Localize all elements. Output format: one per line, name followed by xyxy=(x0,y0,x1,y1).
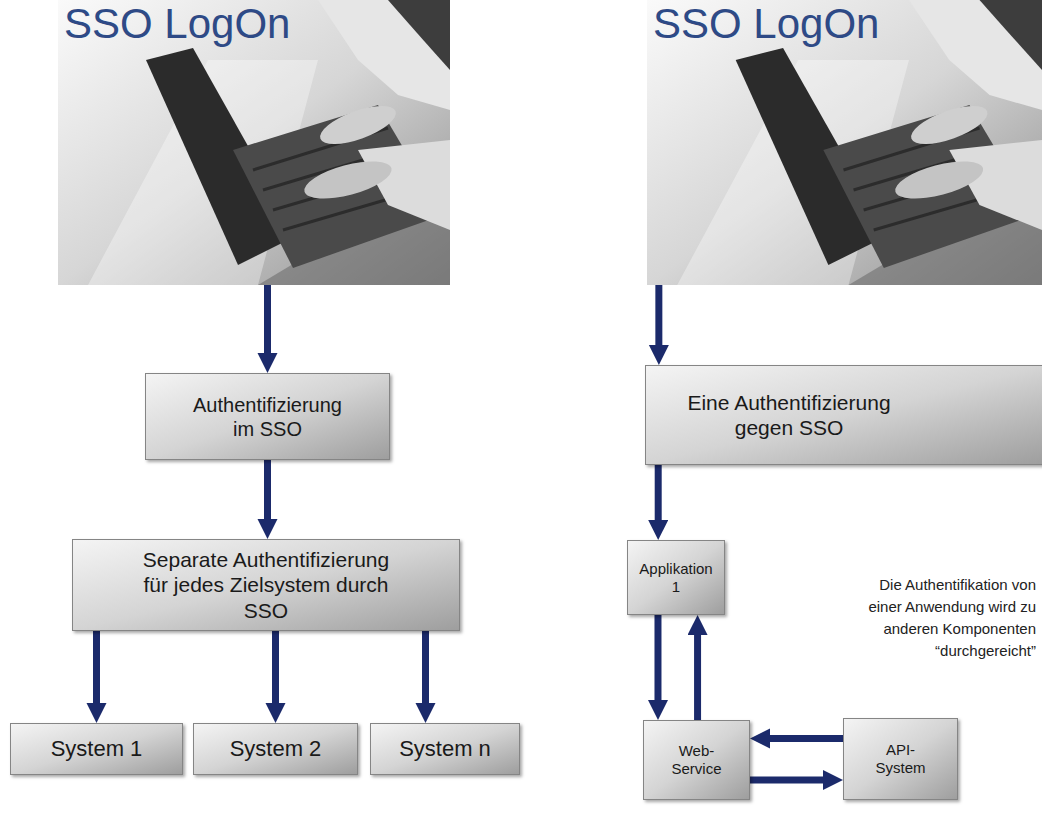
process-box: Eine Authentifizierung gegen SSO xyxy=(645,365,1042,465)
photo-ground xyxy=(647,0,1042,285)
box-label: System 1 xyxy=(51,736,143,762)
flow-arrow xyxy=(750,777,823,784)
sleeve xyxy=(909,0,1042,110)
sleeve xyxy=(318,0,450,110)
system-box: System 1 xyxy=(10,723,183,775)
hand xyxy=(316,98,401,152)
hand xyxy=(892,154,987,206)
flow-arrow xyxy=(93,631,100,703)
process-box: Separate Authentifizierung für jedes Zie… xyxy=(72,539,460,631)
flow-arrow xyxy=(770,735,843,742)
box-label: System n xyxy=(399,736,491,762)
hand xyxy=(907,98,992,152)
flow-arrow xyxy=(655,285,662,345)
system-box: System n xyxy=(370,723,520,775)
photo-title: SSO LogOn xyxy=(64,0,290,48)
flow-arrow xyxy=(272,631,279,703)
component-box: API-System xyxy=(843,718,958,800)
box-label: Applikation 1 xyxy=(638,560,714,596)
box-label: API-System xyxy=(871,741,931,777)
flow-arrow xyxy=(264,285,271,353)
hand xyxy=(301,154,396,206)
component-box: Web-Service xyxy=(643,720,750,800)
flow-arrow xyxy=(422,631,429,703)
flow-arrow xyxy=(655,465,662,520)
photo-ground xyxy=(58,0,450,285)
flow-arrow xyxy=(654,615,661,700)
flow-arrow xyxy=(694,635,701,720)
hair xyxy=(980,0,1042,70)
photo-title: SSO LogOn xyxy=(653,0,879,48)
process-box: Authentifizierung im SSO xyxy=(145,373,390,460)
callout-note: Die Authentifikation von einer Anwendung… xyxy=(868,574,1036,662)
box-label: Authentifizierung im SSO xyxy=(180,393,355,441)
photo-panel: SSO LogOn xyxy=(58,0,450,285)
hair xyxy=(388,0,450,70)
system-box: System 2 xyxy=(193,723,358,775)
box-label: Eine Authentifizierung gegen SSO xyxy=(656,390,922,440)
box-label: System 2 xyxy=(230,736,322,762)
flow-arrow xyxy=(264,460,271,519)
box-label: Separate Authentifizierung für jedes Zie… xyxy=(131,547,401,623)
photo-panel: SSO LogOn xyxy=(647,0,1042,285)
box-label: Web-Service xyxy=(667,742,727,778)
component-box: Applikation 1 xyxy=(627,540,725,615)
